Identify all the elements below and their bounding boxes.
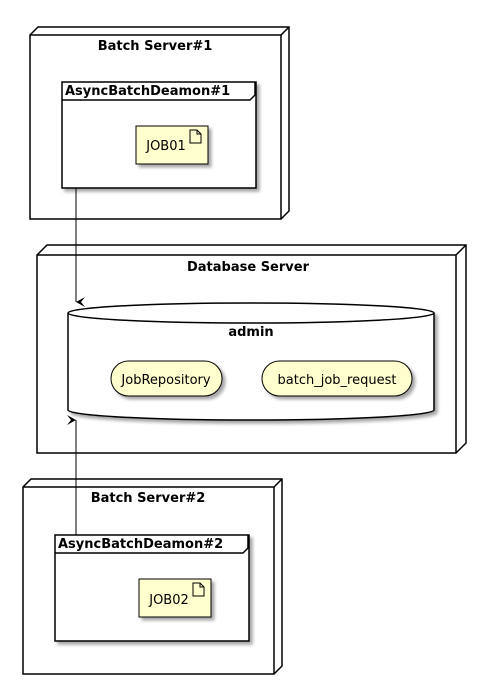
artifact-label: JOB01 [145,139,186,154]
entity-label: batch_job_request [278,373,397,388]
entity-label: JobRepository [120,373,210,388]
node-label: Batch Server#2 [91,491,206,506]
frame-label: AsyncBatchDeamon#2 [58,537,223,552]
artifact-icon [189,129,202,144]
frame-label: AsyncBatchDeamon#1 [65,84,230,99]
database-label: admin [228,325,273,340]
entity-job-repository [110,360,223,397]
node-label: Database Server [187,260,310,275]
artifact-label: JOB02 [148,593,189,608]
artifact-icon [192,582,205,597]
entity-batch-job-request [261,360,413,397]
frame-tab-2: AsyncBatchDeamon#2 [55,535,249,554]
node-label: Batch Server#1 [98,39,213,54]
database-top-rim [67,312,435,324]
frame-tab-1: AsyncBatchDeamon#1 [62,82,256,101]
